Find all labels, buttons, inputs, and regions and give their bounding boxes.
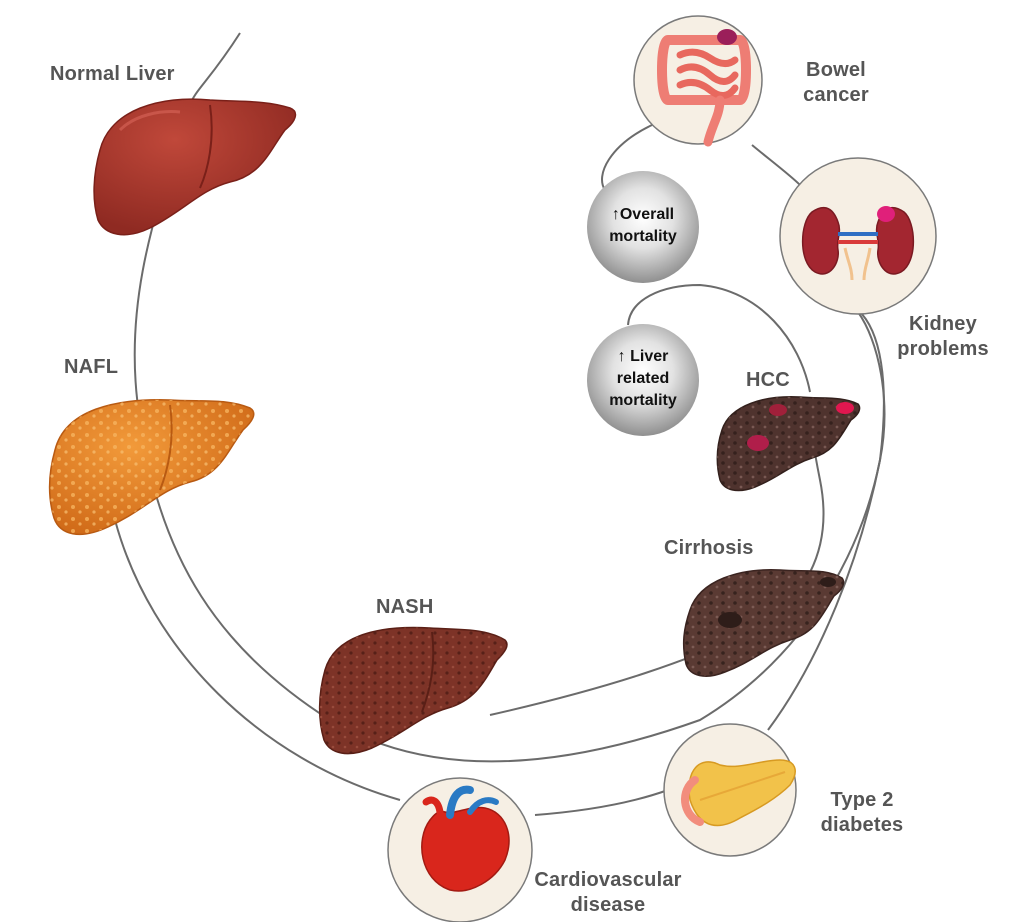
nafl-label: NAFL (64, 356, 119, 378)
liver-mortality-line1: ↑ Liver (617, 348, 669, 365)
nash-liver-icon (318, 626, 508, 755)
diabetes-label-line1: Type 2 (830, 789, 894, 811)
overall-mortality-text: ↑Overall mortality (593, 204, 693, 248)
nash-label: NASH (376, 596, 434, 618)
cardio-to-diabetes (534, 789, 669, 816)
liver-mortality-line3: mortality (609, 392, 677, 409)
kidney-problems-label: Kidney problems (890, 312, 996, 362)
bowel-to-kidney (751, 144, 801, 186)
overall-mortality-line2: mortality (609, 228, 677, 245)
liver-mortality-text: ↑ Liver related mortality (593, 346, 693, 412)
bowel-icon (633, 15, 763, 147)
cirrhosis-label: Cirrhosis (664, 537, 754, 559)
kidney-icon (779, 157, 937, 315)
kidney-label-line1: Kidney (909, 313, 977, 335)
liver-mortality-line2: related (616, 370, 670, 387)
cirrhosis-liver-icon (682, 569, 845, 677)
normal-liver-icon (93, 98, 297, 236)
cardio-label-line1: Cardiovascular (534, 869, 682, 891)
diabetes-label-line2: diabetes (820, 814, 904, 836)
hcc-label: HCC (746, 369, 790, 391)
inner-cardio-arc (114, 519, 401, 801)
bowel-cancer-label: Bowel cancer (796, 58, 876, 108)
overall-mortality-line1: ↑Overall (611, 206, 675, 223)
pancreas-icon (663, 723, 797, 857)
type2-diabetes-label: Type 2 diabetes (818, 788, 906, 838)
hcc-liver-icon (716, 396, 861, 492)
normal-liver-label: Normal Liver (50, 63, 175, 85)
bowel-to-overall (601, 124, 653, 191)
liver-mortality-loop (627, 283, 811, 393)
kidney-label-line2: problems (897, 338, 989, 360)
bowel-label-line2: cancer (803, 84, 869, 106)
cardiovascular-label: Cardiovascular disease (530, 868, 686, 918)
liver-mortality-sphere (587, 324, 699, 436)
heart-icon (387, 777, 533, 922)
nafl-liver-icon (48, 399, 255, 535)
diabetes-to-kidney (767, 311, 886, 731)
bowel-label-line1: Bowel (806, 59, 866, 81)
overall-mortality-sphere (587, 171, 699, 283)
cardio-label-line2: disease (570, 894, 646, 916)
